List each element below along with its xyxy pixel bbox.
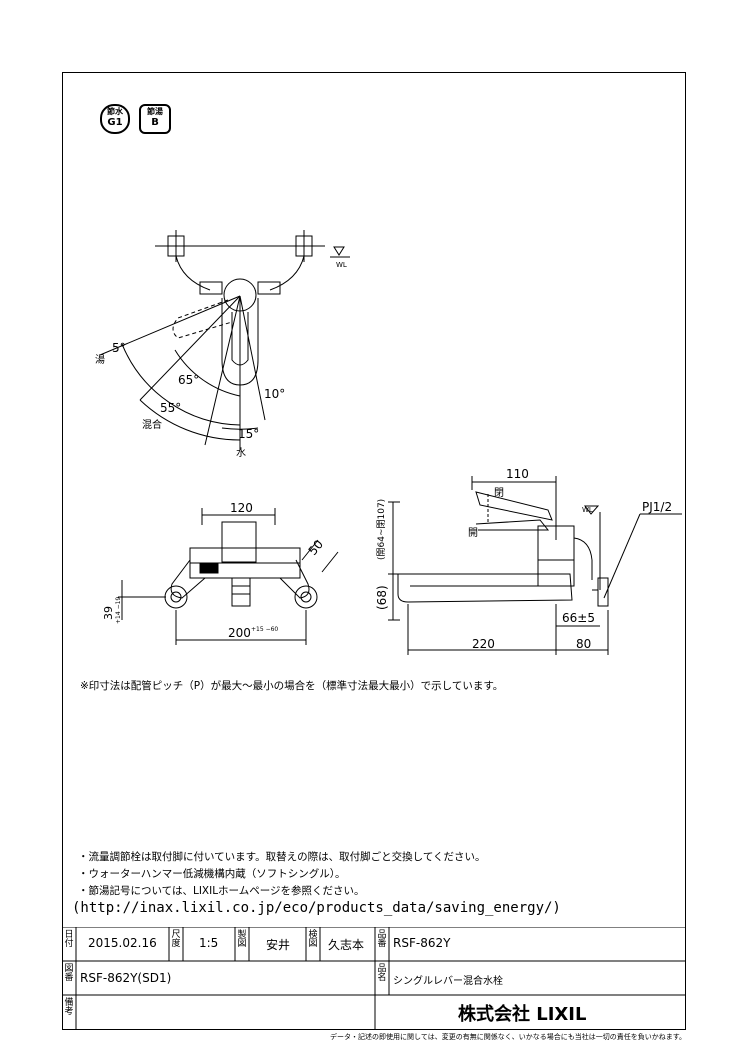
note-3: ・節湯記号については、LIXILホームページを参照ください。 bbox=[78, 885, 365, 897]
hot-water-saving-badge: 節湯 B bbox=[139, 104, 171, 134]
dim-120: 120 bbox=[230, 501, 253, 515]
dim-200: 200 bbox=[228, 626, 251, 640]
dim-110: 110 bbox=[506, 467, 529, 481]
label-water: 水 bbox=[236, 447, 246, 459]
label-angle-5: 5° bbox=[112, 341, 126, 355]
scale-value: 1:5 bbox=[199, 936, 219, 950]
company-name: 株式会社 LIXIL bbox=[458, 1004, 587, 1025]
dim-50: 50 bbox=[306, 537, 327, 558]
drawing-no-value: RSF-862Y(SD1) bbox=[80, 971, 172, 985]
disclaimer: データ・記述の即使用に関しては、変更の有無に関係なく、いかなる場合にも当社は一切… bbox=[330, 1033, 686, 1041]
dim-39: 39 bbox=[102, 606, 115, 620]
dim-39-tolerance: +14 −19 bbox=[115, 597, 122, 624]
label-angle-55: 55° bbox=[160, 401, 181, 415]
part-no-label: 品番 bbox=[377, 930, 387, 949]
checked-by-value: 久志本 bbox=[328, 938, 365, 952]
label-open: 開 bbox=[468, 527, 478, 539]
technical-drawing: 湯 5° 65° 55° 混合 10° 15° 水 WL 120 50 bbox=[95, 230, 682, 655]
side-view: 110 閉 開 (開64~閉107) (68) 220 80 66±5 WL P… bbox=[375, 467, 682, 655]
date-label: 日付 bbox=[64, 930, 74, 949]
top-view: 湯 5° 65° 55° 混合 10° 15° 水 WL bbox=[95, 230, 350, 459]
pipe-spec: PJ1/2 bbox=[642, 500, 672, 514]
checked-label: 検図 bbox=[308, 930, 318, 949]
label-wl-side: WL bbox=[582, 506, 593, 514]
label-angle-15: 15° bbox=[238, 427, 259, 441]
dim-66: 66±5 bbox=[562, 611, 595, 625]
label-close: 閉 bbox=[494, 487, 504, 499]
drawn-label: 製図 bbox=[237, 930, 247, 949]
dim-80: 80 bbox=[576, 637, 591, 651]
badge-top-text: 節湯 bbox=[147, 107, 163, 116]
label-wl: WL bbox=[336, 261, 347, 269]
dim-200-tolerance: +15 −60 bbox=[251, 626, 278, 633]
label-hot: 湯 bbox=[95, 353, 105, 366]
reference-url: (http://inax.lixil.co.jp/eco/products_da… bbox=[72, 900, 561, 916]
note-1: ・流量調節栓は取付脚に付いています。取替えの際は、取付脚ごと交換してください。 bbox=[78, 851, 486, 863]
note-2: ・ウォーターハンマー低減機構内蔵（ソフトシングル）。 bbox=[78, 868, 346, 880]
dim-height: (開64~閉107) bbox=[376, 499, 387, 560]
product-name-value: シングルレバー混合水栓 bbox=[393, 976, 503, 987]
badge-top-text: 節水 bbox=[107, 107, 123, 116]
badge-bottom-text: B bbox=[151, 117, 159, 128]
product-name-label: 品名 bbox=[377, 964, 387, 983]
badge-bottom-text: G1 bbox=[107, 117, 123, 128]
scale-label: 尺度 bbox=[171, 930, 181, 949]
water-saving-badge: 節水 G1 bbox=[100, 104, 130, 134]
dim-68: (68) bbox=[375, 585, 389, 610]
dimension-footnote: ※印寸法は配管ピッチ（P）が最大～最小の場合を（標準寸法最大最小）で示しています… bbox=[80, 680, 504, 692]
dim-220: 220 bbox=[472, 637, 495, 651]
label-mix: 混合 bbox=[142, 418, 162, 431]
title-block-grid bbox=[62, 927, 686, 1030]
part-no-value: RSF-862Y bbox=[393, 936, 451, 950]
remarks-label: 備考 bbox=[64, 998, 74, 1017]
front-view: 120 50 39 +14 −19 200 +15 −60 bbox=[102, 501, 339, 645]
drawing-no-label: 図番 bbox=[64, 964, 74, 983]
title-block: 日付 2015.02.16 尺度 1:5 製図 安井 検図 久志本 品番 RSF… bbox=[62, 927, 686, 1030]
drawing-sheet-border bbox=[62, 72, 686, 1030]
label-angle-10: 10° bbox=[264, 387, 285, 401]
drawn-by-value: 安井 bbox=[266, 938, 291, 952]
label-angle-65: 65° bbox=[178, 373, 199, 387]
date-value: 2015.02.16 bbox=[88, 936, 157, 950]
